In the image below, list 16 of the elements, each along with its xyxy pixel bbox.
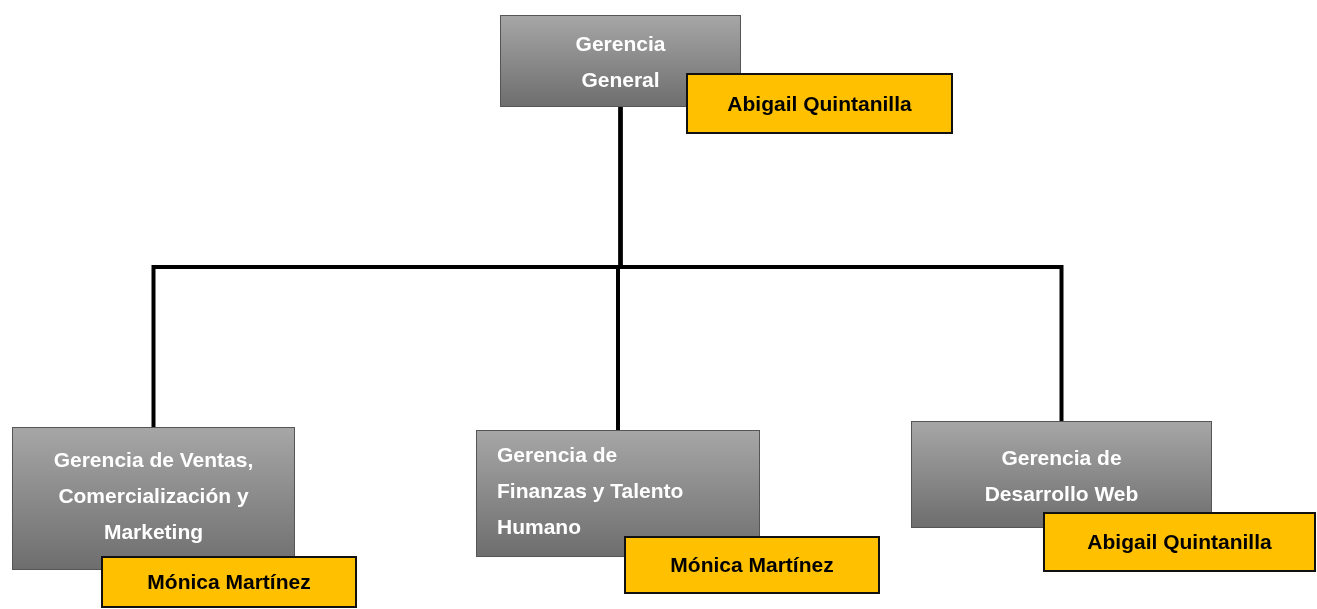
connector-line — [618, 107, 1064, 421]
person-name: Mónica Martínez — [147, 569, 311, 595]
department-box — [476, 430, 760, 557]
name-tag — [1043, 512, 1316, 572]
name-tag — [624, 536, 880, 594]
person-name: Abigail Quintanilla — [727, 90, 912, 117]
department-box — [911, 421, 1212, 528]
department-name: Gerencia General — [574, 31, 667, 93]
name-tag — [686, 73, 953, 134]
name-tag — [101, 556, 357, 608]
department-name: Gerencia de Ventas, Comercialización y Marketing — [52, 447, 255, 545]
person-name: Abigail Quintanilla — [1087, 529, 1272, 555]
department-box — [12, 427, 295, 570]
person-name: Mónica Martínez — [670, 552, 834, 578]
department-name: Gerencia de Desarrollo Web — [983, 445, 1140, 507]
department-name: Gerencia de Finanzas y Talento Humano — [497, 442, 685, 540]
